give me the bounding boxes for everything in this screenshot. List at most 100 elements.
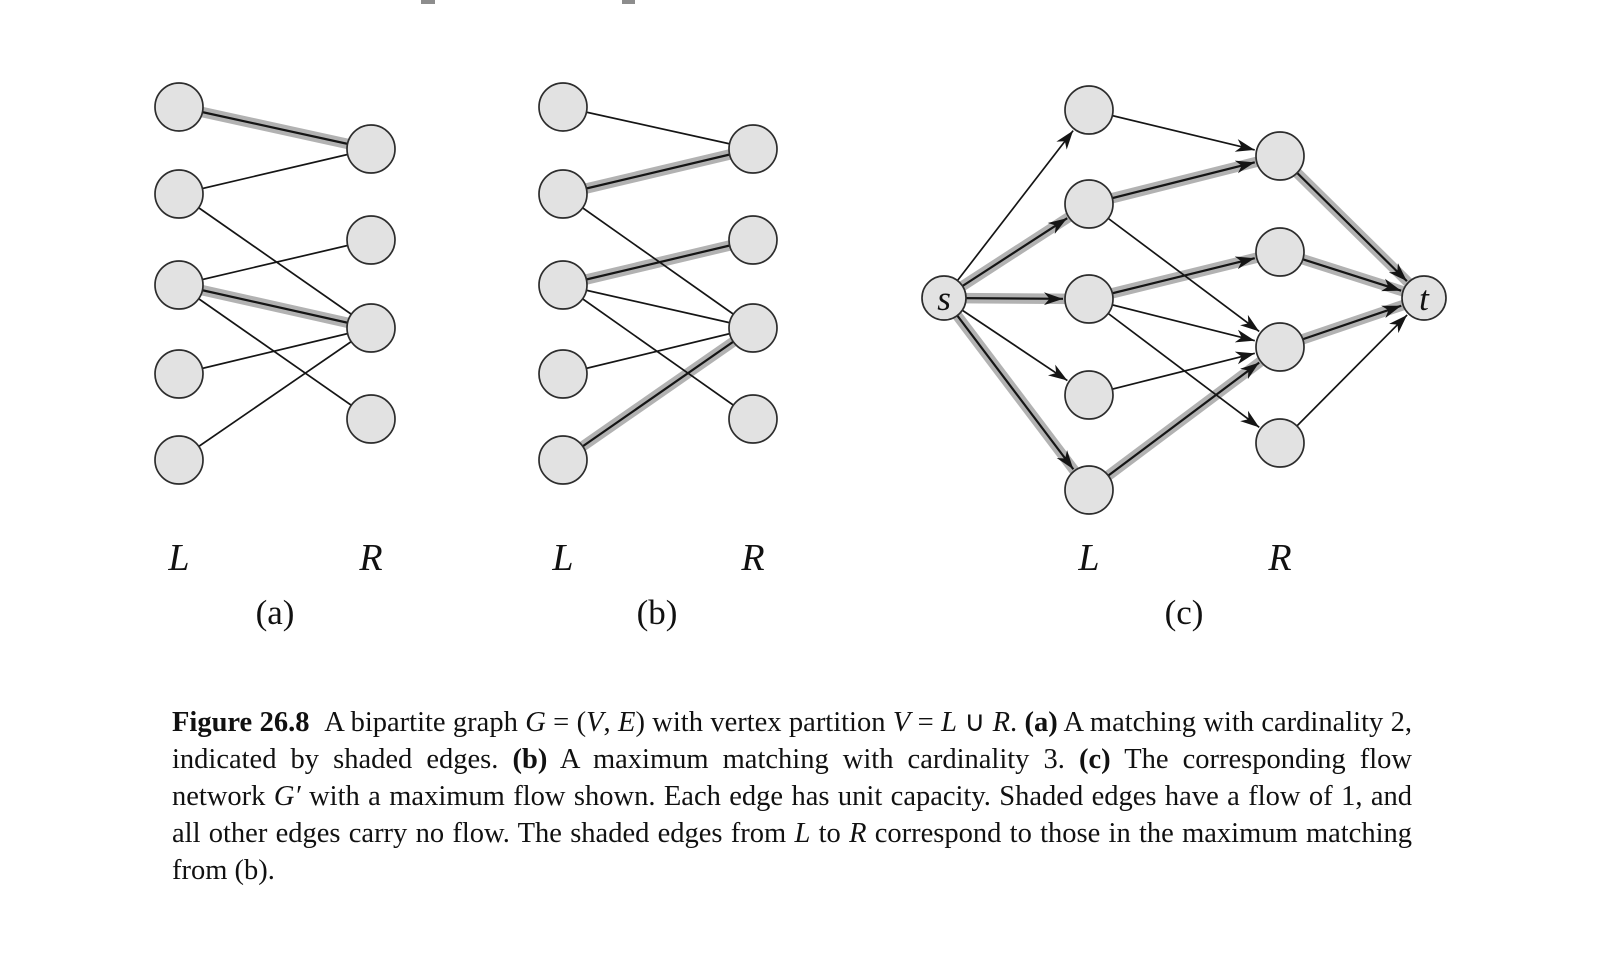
edge-b-l3-r4 [562, 284, 754, 420]
caption-segment: The corresponding flow network [172, 744, 1413, 812]
caption-segment: = ( [545, 707, 587, 738]
edge-b-l1-r1 [562, 106, 754, 150]
vertex-a-r4 [346, 394, 396, 444]
edge-c-l3-r4 [1088, 298, 1260, 429]
vertex-a-l4 [154, 349, 204, 399]
edge-c-l2-r3 [1088, 203, 1260, 333]
edge-a-l1-r1 [178, 105, 372, 151]
panel-label-c: (c) [1165, 593, 1204, 632]
right-set-label-c: R [1267, 537, 1291, 579]
edge-a-l5-r3 [178, 327, 372, 461]
caption-segment: G′ [273, 781, 301, 812]
panel-label-b: (b) [637, 593, 678, 632]
vertex-b-l3 [538, 260, 588, 310]
caption-segment: (a) [1024, 707, 1058, 738]
edge-b-l5-r3 [562, 327, 754, 461]
vertex-c-r2 [1255, 227, 1305, 277]
vertex-c-l5 [1064, 465, 1114, 515]
caption-segment: (b) [512, 744, 548, 775]
caption-segment: L [794, 818, 811, 849]
vertex-b-l1 [538, 82, 588, 132]
vertex-b-r4 [728, 394, 778, 444]
vertex-b-l5 [538, 435, 588, 485]
caption-segment: V [586, 707, 604, 738]
caption-segment: A bipartite graph [309, 707, 526, 738]
edge-c-s-l2 [943, 217, 1068, 299]
vertex-b-l2 [538, 169, 588, 219]
vertex-c-s [921, 275, 967, 321]
panel-b: L R (b) [538, 82, 778, 632]
caption-segment: E [618, 707, 636, 738]
vertex-b-l4 [538, 349, 588, 399]
caption-segment: R [992, 707, 1010, 738]
vertex-a-r1 [346, 124, 396, 174]
edge-c-r1-t [1279, 155, 1408, 282]
clipped-text-fragment-1 [421, 0, 435, 4]
edge-c-l5-r3 [1088, 361, 1260, 491]
vertex-a-r2 [346, 215, 396, 265]
sink-label: t [1419, 279, 1430, 318]
edge-a-l2-r1 [178, 148, 372, 195]
caption-segment: V [892, 707, 911, 738]
caption-segment: Figure 26.8 [172, 707, 310, 738]
edge-c-s-l1 [943, 130, 1074, 299]
edge-c-s-l5 [943, 297, 1075, 470]
figure-svg: L R (a) L R (b) s tL R (c) [154, 82, 1447, 632]
vertex-a-l5 [154, 435, 204, 485]
edge-c-l3-r2 [1088, 256, 1256, 301]
panel-c: s tL R (c) [921, 85, 1447, 632]
vertex-a-l1 [154, 82, 204, 132]
caption-segment: . [1010, 707, 1025, 738]
caption-segment: to [810, 818, 850, 849]
source-label: s [937, 279, 951, 318]
vertex-b-r2 [728, 215, 778, 265]
caption-segment: ∪ [956, 707, 993, 738]
edge-c-l3-r3 [1088, 298, 1255, 343]
vertex-b-r3 [728, 303, 778, 353]
caption-segment: (c) [1079, 744, 1111, 775]
vertex-a-r3 [346, 303, 396, 353]
vertex-a-l3 [154, 260, 204, 310]
edge-a-l3-r3 [178, 283, 372, 330]
edge-a-l4-r3 [178, 327, 372, 375]
clipped-text-fragment-2 [622, 0, 635, 4]
edge-b-l2-r3 [562, 193, 754, 329]
right-set-label-a: R [358, 537, 382, 579]
edge-b-l3-r3 [562, 284, 754, 329]
vertex-c-l4 [1064, 370, 1114, 420]
vertex-c-r3 [1255, 322, 1305, 372]
left-set-label-c: L [1077, 537, 1099, 579]
figure-caption: Figure 26.8 A bipartite graph G = (V, E)… [172, 704, 1412, 889]
vertex-c-l3 [1064, 274, 1114, 324]
edge-c-r4-t [1279, 314, 1408, 444]
vertex-c-r4 [1255, 418, 1305, 468]
edge-b-l3-r2 [562, 238, 754, 287]
edge-a-l3-r2 [178, 239, 372, 286]
caption-segment: L [941, 707, 957, 738]
right-set-label-b: R [740, 537, 764, 579]
edge-c-l1-r1 [1088, 109, 1255, 152]
caption-segment: with a maximum flow shown. Each edge has… [172, 781, 1413, 849]
vertex-c-t [1401, 275, 1447, 321]
left-set-label-a: L [167, 537, 189, 579]
caption-segment: correspond to those in the maximum match… [172, 818, 1413, 886]
caption-segment: G [525, 707, 546, 738]
caption-segment: R [849, 818, 867, 849]
left-set-label-b: L [551, 537, 573, 579]
caption-segment: = [910, 707, 942, 738]
vertex-c-r1 [1255, 131, 1305, 181]
edge-c-s-l4 [943, 297, 1068, 382]
panel-a: L R (a) [154, 82, 396, 632]
edge-b-l4-r3 [562, 327, 754, 375]
vertex-c-l2 [1064, 179, 1114, 229]
panel-label-a: (a) [256, 593, 295, 632]
caption-segment: ) with vertex partition [635, 707, 893, 738]
caption-segment: , [603, 707, 619, 738]
edge-b-l2-r1 [562, 147, 754, 196]
edge-a-l3-r4 [178, 284, 372, 420]
edge-c-l2-r1 [1088, 160, 1256, 206]
vertex-b-r1 [728, 124, 778, 174]
caption-segment: A maximum matching with cardinality 3. [547, 744, 1079, 775]
vertex-c-l1 [1064, 85, 1114, 135]
